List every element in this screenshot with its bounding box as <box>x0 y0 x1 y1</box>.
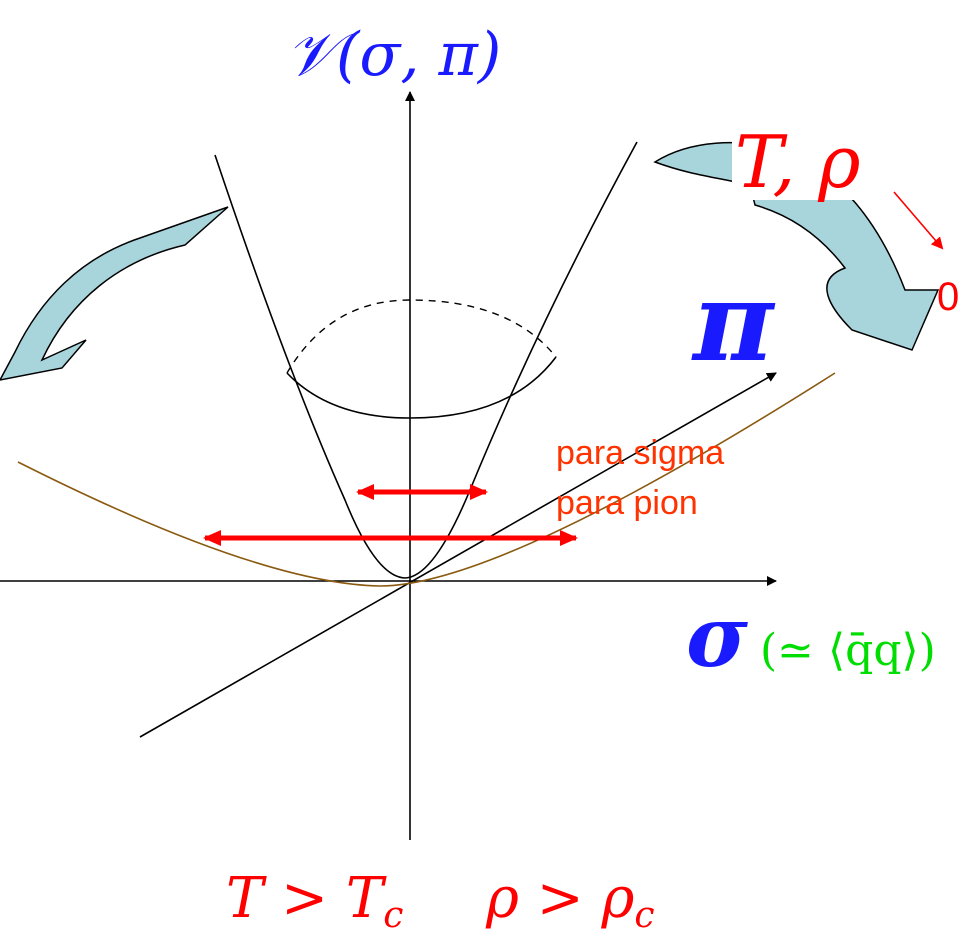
ring-lower-arc <box>286 356 557 419</box>
temperature-condition: T > Tc <box>226 866 403 936</box>
potential-parabola-curve <box>214 141 638 579</box>
potential-label: 𝒱(σ, π) <box>286 20 501 90</box>
temperature-condition-main: T > T <box>226 866 387 931</box>
t-rho-label-backing <box>732 110 902 200</box>
density-condition-subscript: c <box>634 895 654 936</box>
density-condition-main: ρ > ρ <box>485 866 634 931</box>
pi-axis <box>139 372 777 738</box>
limit-arrow <box>893 191 944 250</box>
sigma-axis-label: σ <box>686 587 748 686</box>
para-pion-label: para pion <box>556 484 698 522</box>
para-sigma-label: para sigma <box>556 434 724 472</box>
temperature-condition-subscript: c <box>383 895 403 936</box>
pi-axis-label: π <box>691 257 776 386</box>
broad-potential-curve <box>17 372 836 587</box>
ring-upper-dashed-arc <box>286 299 557 374</box>
sigma-relation-label: (≃ ⟨q̄q⟩) <box>760 625 936 676</box>
left-curved-arrow-icon <box>0 206 229 381</box>
zero-label: 0 <box>937 275 959 319</box>
density-condition: ρ > ρc <box>485 866 655 936</box>
temperature-density-label: T, ρ <box>735 120 861 204</box>
